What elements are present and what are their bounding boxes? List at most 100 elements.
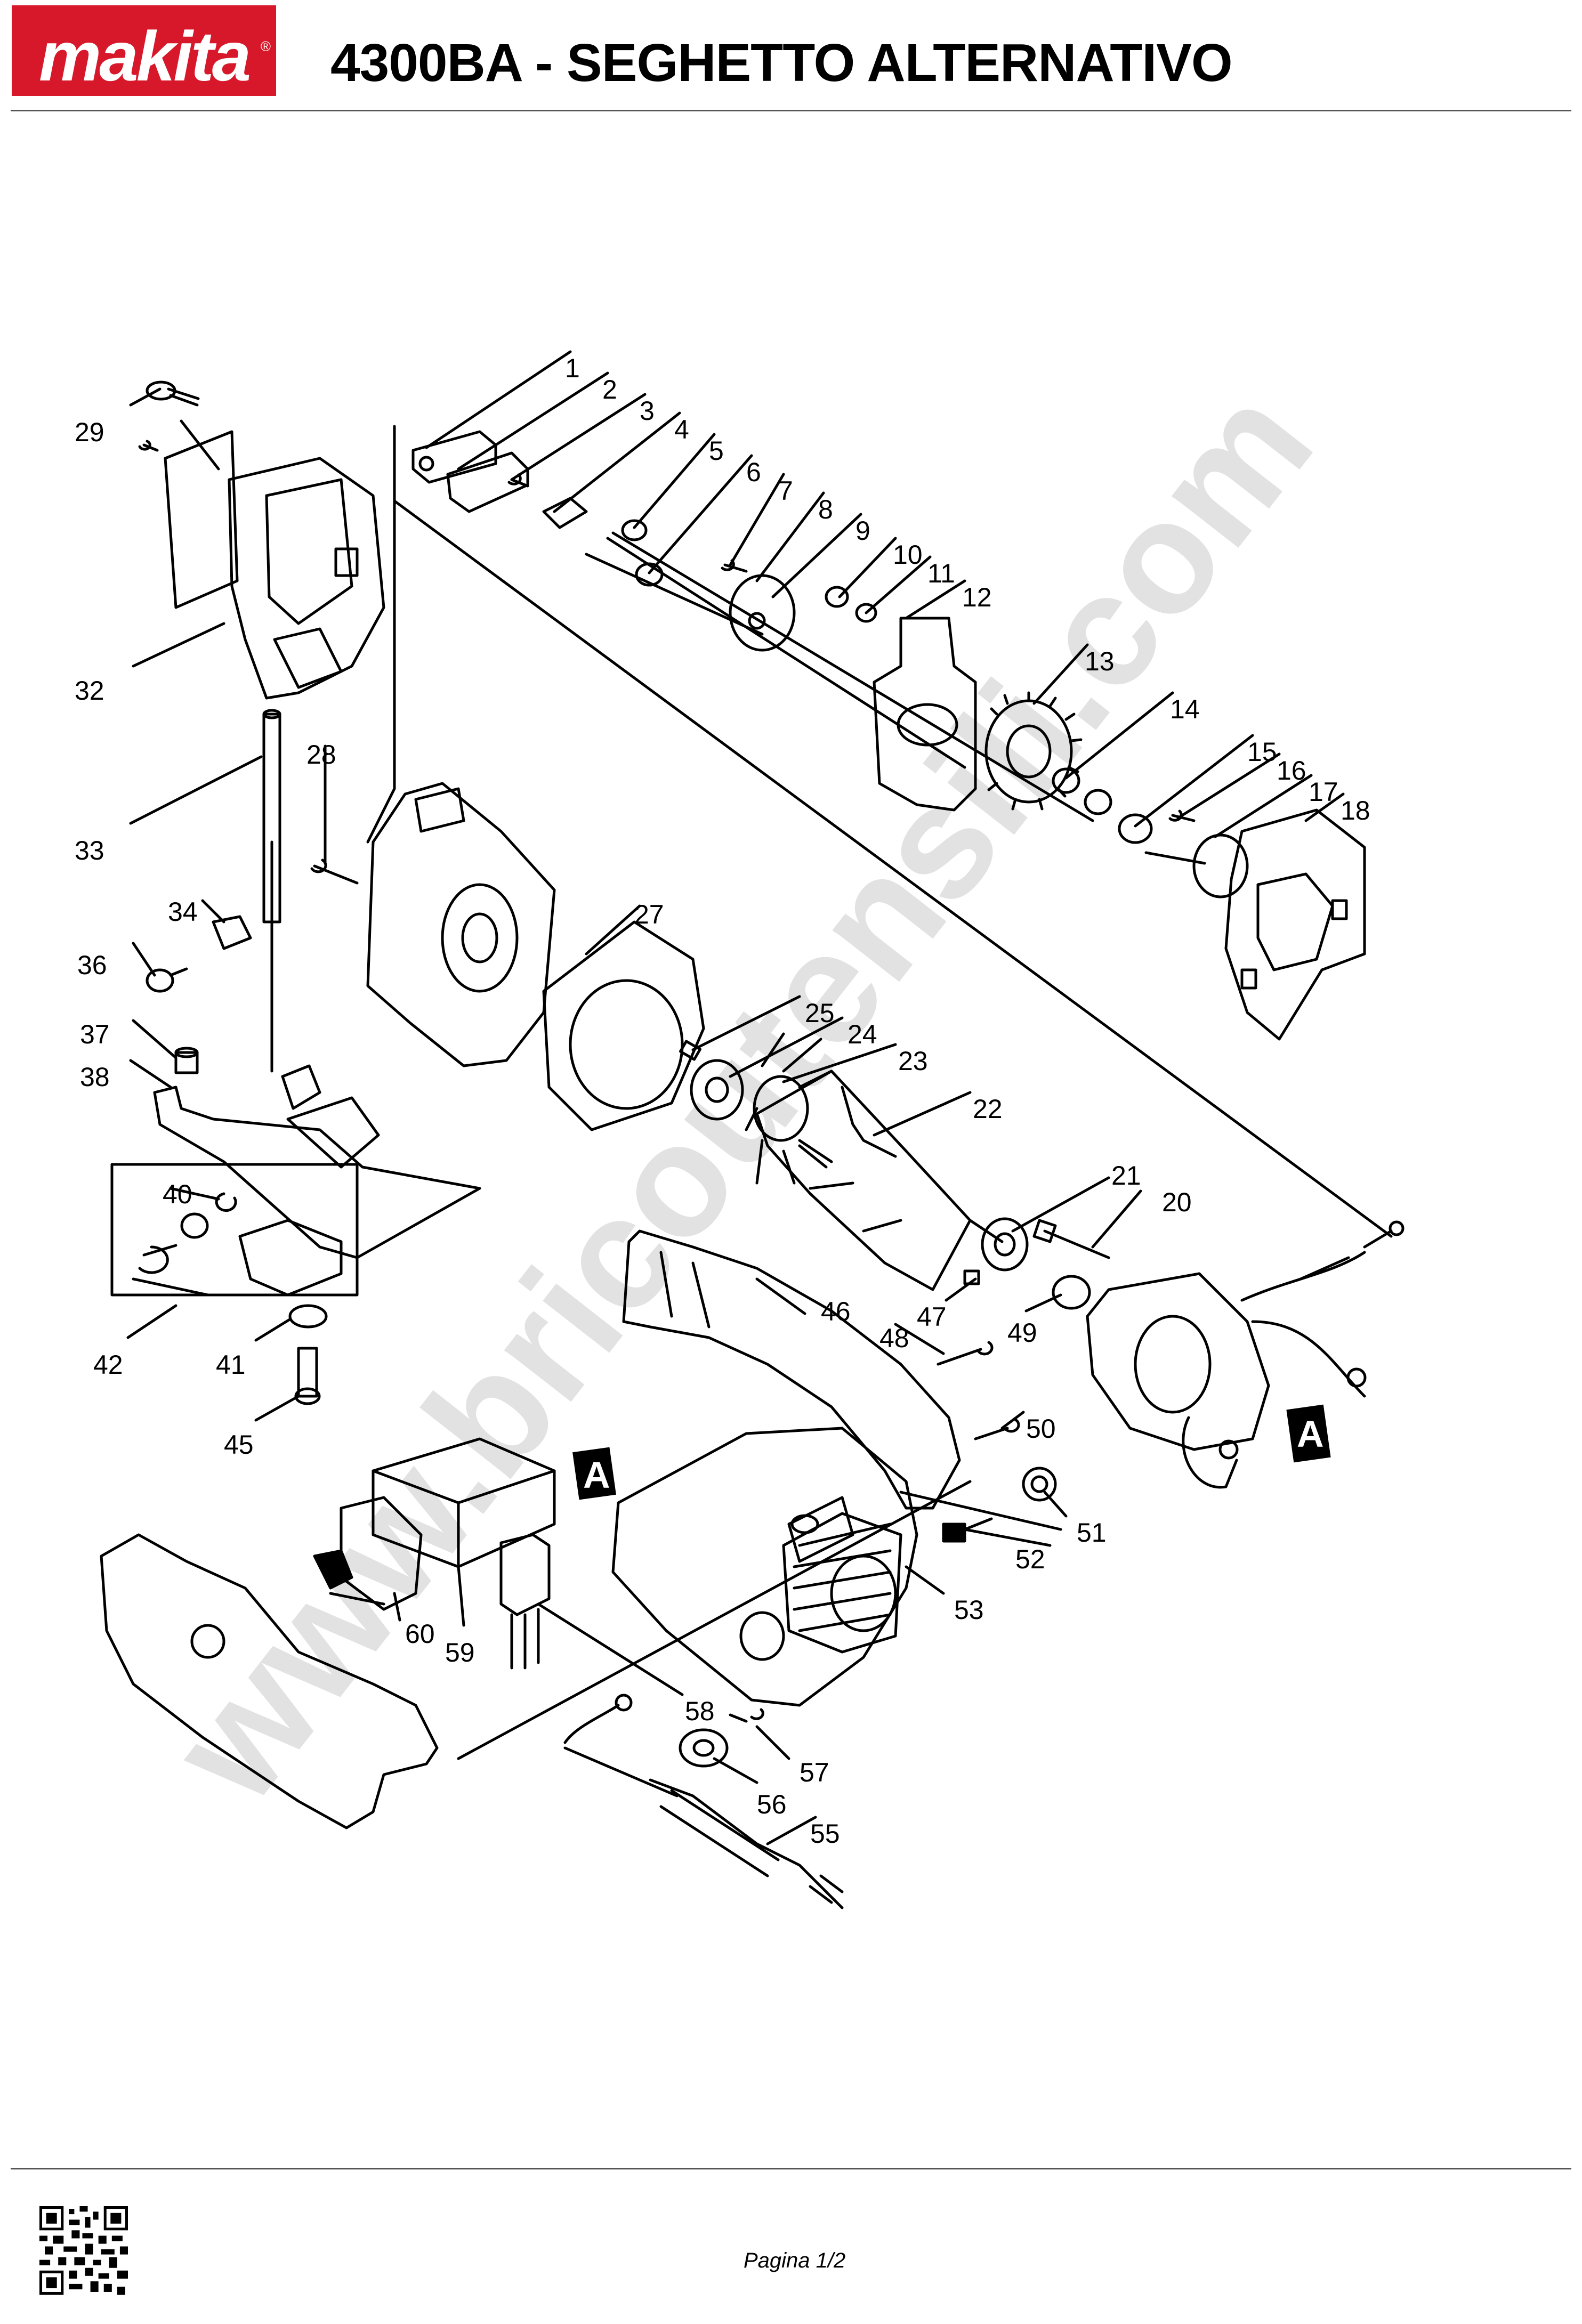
callout-51: 51	[1077, 1518, 1107, 1548]
part-20-bolt	[1032, 1219, 1110, 1259]
part-21-bearing	[981, 1217, 1029, 1272]
callout-2: 2	[602, 375, 617, 404]
part-47-pin	[963, 1269, 980, 1285]
callout-53: 53	[954, 1595, 984, 1625]
part-52-carbon-brush	[942, 1517, 993, 1543]
callout-49: 49	[1007, 1318, 1037, 1348]
footer-divider	[11, 2168, 1571, 2169]
part-27-bracket-ring	[542, 920, 705, 1131]
part-60-switch	[313, 1496, 423, 1611]
callout-41: 41	[216, 1350, 246, 1380]
part-8-screw	[721, 559, 748, 573]
callout-48: 48	[879, 1323, 909, 1353]
part-42-roller	[138, 1212, 343, 1297]
page-number: Pagina 1/2	[744, 2249, 846, 2272]
part-14-bearing-b	[1084, 789, 1112, 815]
callout-28: 28	[306, 740, 336, 770]
part-55-cord	[563, 1694, 844, 1909]
callout-8: 8	[818, 495, 833, 524]
callout-4: 4	[674, 415, 689, 444]
callout-56: 56	[757, 1789, 787, 1819]
makita-logo: makita ®	[12, 5, 276, 96]
part-34-holder	[212, 915, 252, 950]
callout-38: 38	[80, 1062, 110, 1092]
callout-37: 37	[80, 1019, 110, 1049]
part-25-pin	[679, 1040, 701, 1061]
part-29-screw	[146, 380, 200, 407]
callout-9: 9	[855, 516, 870, 546]
callout-25: 25	[805, 998, 835, 1028]
qr-code	[39, 2206, 128, 2295]
section-marker-a-left-label: A	[583, 1454, 610, 1496]
callout-6: 6	[746, 457, 761, 487]
page-title: 4300BA - SEGHETTO ALTERNATIVO	[330, 33, 1233, 93]
part-38-shoe	[153, 1064, 481, 1259]
part-46-handle	[622, 1229, 961, 1510]
callout-60: 60	[405, 1619, 435, 1649]
callout-27: 27	[634, 900, 664, 929]
callout-58: 58	[685, 1696, 715, 1726]
callout-23: 23	[898, 1046, 928, 1076]
part-4-clip	[542, 497, 588, 529]
section-marker-a-left: A	[572, 1447, 616, 1500]
callout-29: 29	[75, 417, 104, 447]
callout-46: 46	[821, 1297, 851, 1326]
callout-15: 15	[1247, 737, 1277, 767]
part-58-capacitor	[499, 1533, 551, 1670]
callout-13: 13	[1085, 646, 1115, 676]
part-48-screw	[937, 1341, 994, 1366]
header-divider	[11, 110, 1571, 111]
section-marker-a-right-label: A	[1297, 1413, 1324, 1455]
part-handle-cover	[100, 1533, 439, 1829]
callout-45: 45	[224, 1430, 254, 1460]
part-11-washer	[855, 603, 877, 623]
part-12-slider-plate	[873, 617, 977, 812]
part-cover-plate	[164, 430, 239, 609]
part-28-screw	[310, 859, 359, 885]
callout-3: 3	[640, 396, 655, 426]
callout-numbers: 1234567891011121314151617182021222324252…	[75, 353, 1370, 1849]
callout-50: 50	[1026, 1414, 1056, 1444]
part-3-screw	[507, 473, 529, 488]
part-drawings	[100, 350, 1405, 1909]
section-marker-a-right: A	[1286, 1404, 1331, 1463]
part-40-ring	[215, 1192, 237, 1212]
callout-1: 1	[565, 353, 580, 383]
callout-16: 16	[1277, 756, 1306, 786]
part-49-washer	[1052, 1275, 1091, 1310]
callout-42: 42	[93, 1350, 123, 1380]
part-6-bushing	[635, 562, 664, 587]
part-57-screw	[729, 1708, 764, 1723]
callout-59: 59	[445, 1638, 475, 1667]
part-59-foam	[372, 1437, 556, 1568]
part-15-washer	[1118, 813, 1153, 844]
logo-wordmark: makita	[38, 17, 251, 95]
part-53-motor-housing	[611, 1427, 918, 1707]
part-51-brush-cap	[1022, 1467, 1057, 1502]
part-32-gear-housing	[228, 457, 385, 700]
part-41-washer	[288, 1304, 328, 1329]
callout-7: 7	[778, 476, 793, 506]
part-56-strain-relief	[679, 1728, 729, 1768]
part-5-ring	[621, 519, 648, 541]
callout-57: 57	[800, 1758, 829, 1787]
callout-14: 14	[1170, 694, 1200, 724]
callout-10: 10	[893, 540, 923, 570]
part-33-plunger	[262, 709, 281, 924]
callout-40: 40	[163, 1179, 192, 1209]
callout-32: 32	[75, 676, 104, 706]
callout-11: 11	[927, 558, 955, 588]
part-36-screw	[146, 967, 188, 993]
part-field-stator	[1086, 1220, 1405, 1489]
part-37-bolt	[174, 1047, 199, 1074]
part-1-block	[411, 430, 497, 484]
callout-33: 33	[75, 836, 104, 865]
callout-47: 47	[917, 1302, 947, 1332]
callout-5: 5	[709, 436, 724, 466]
callout-34: 34	[168, 897, 198, 927]
part-18-gasket	[1224, 808, 1366, 1041]
part-16-screw	[1168, 809, 1196, 822]
part-27-housing	[366, 782, 556, 1067]
part-23-fan	[745, 1032, 833, 1185]
